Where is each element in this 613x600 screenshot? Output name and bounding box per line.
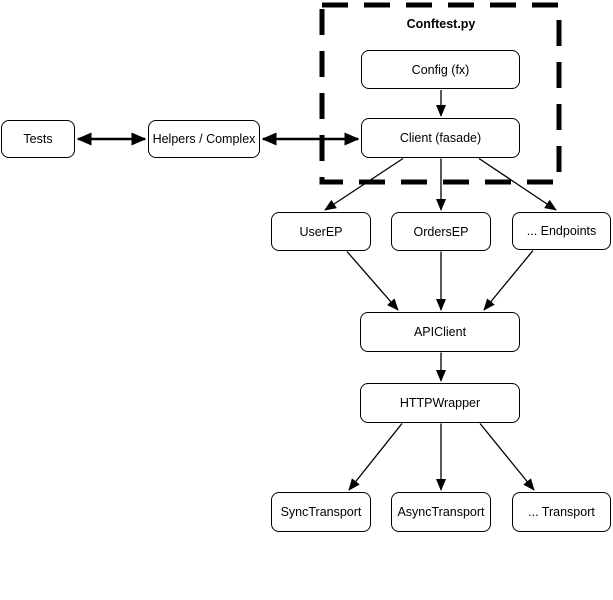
edge-userep-apiclient	[346, 251, 399, 311]
node-user-ep: UserEP	[271, 212, 371, 251]
edge-httpwrapper-synctransport	[348, 423, 403, 491]
conftest-container-border	[319, 2, 562, 185]
node-orders-ep: OrdersEP	[391, 212, 491, 251]
node-http-wrapper: HTTPWrapper	[360, 383, 520, 423]
node-async-transport: AsyncTransport	[391, 492, 491, 532]
node-client-fasade: Client (fasade)	[361, 118, 520, 158]
node-helpers-complex: Helpers / Complex	[148, 120, 260, 158]
node-endpoints: ... Endpoints	[512, 212, 611, 250]
edge-client-userep	[324, 157, 404, 211]
node-tests: Tests	[1, 120, 75, 158]
edge-httpwrapper-transport	[479, 423, 535, 491]
edge-endpoints-apiclient	[483, 250, 534, 311]
node-sync-transport: SyncTransport	[271, 492, 371, 532]
node-api-client: APIClient	[360, 312, 520, 352]
conftest-container-title: Conftest.py	[406, 17, 476, 31]
node-config-fx: Config (fx)	[361, 50, 520, 89]
node-other-transport: ... Transport	[512, 492, 611, 532]
edge-client-endpoints	[478, 157, 557, 211]
